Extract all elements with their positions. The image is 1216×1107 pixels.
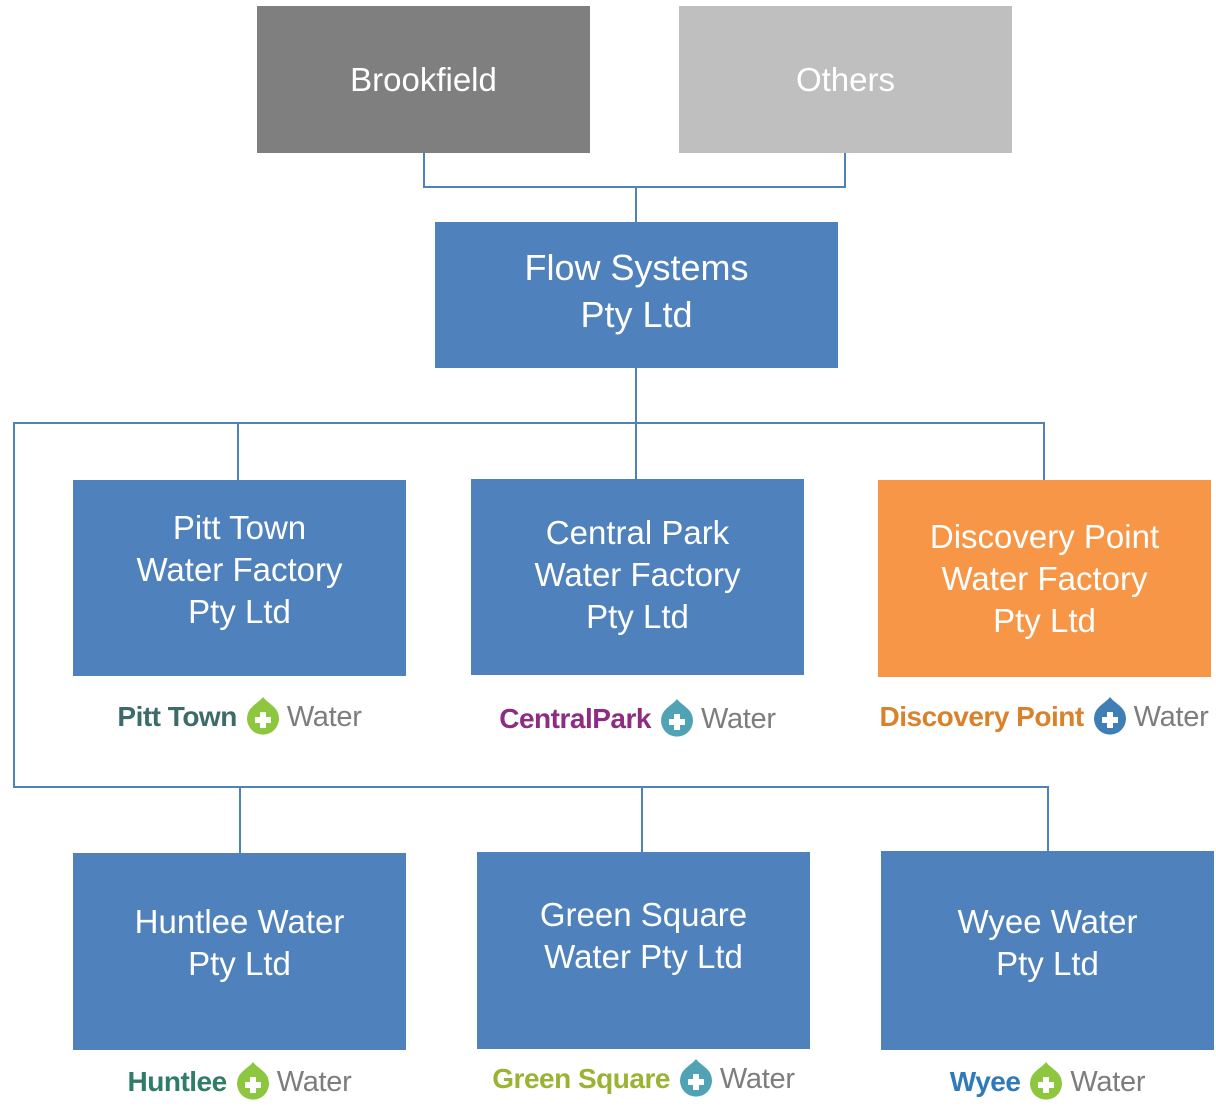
node-discovery-point: Discovery Point Water Factory Pty Ltd xyxy=(878,480,1211,677)
node-pitt-town-label: Pitt Town Water Factory Pty Ltd xyxy=(136,509,343,630)
node-flow-systems-label: Flow Systems Pty Ltd xyxy=(524,247,749,335)
plus-shape xyxy=(254,712,271,728)
logo-green-square-suffix: Water xyxy=(719,1062,795,1095)
plus-shape xyxy=(687,1074,704,1090)
node-wyee-label: Wyee Water Pty Ltd xyxy=(957,902,1138,982)
logo-central-park: CentralPark Water xyxy=(471,694,804,744)
node-pitt-town: Pitt Town Water Factory Pty Ltd xyxy=(73,480,406,676)
plus-drop-icon xyxy=(246,697,279,735)
plus-drop-icon xyxy=(236,1062,269,1100)
plus-shape xyxy=(1038,1077,1055,1093)
logo-pitt-town-brand: Pitt Town xyxy=(117,701,237,732)
plus-drop-icon xyxy=(679,1059,712,1097)
logo-discovery-point-brand: Discovery Point xyxy=(879,701,1085,732)
connector-brookfield-flow xyxy=(423,153,637,222)
connector-others-flow xyxy=(636,153,846,188)
node-green-square-label: Green Square Water Pty Ltd xyxy=(539,895,748,975)
node-brookfield-label: Brookfield xyxy=(350,60,497,98)
connector-row1-bus xyxy=(13,422,1049,851)
node-discovery-point-label: Discovery Point Water Factory Pty Ltd xyxy=(929,517,1160,639)
logo-pitt-town-suffix: Water xyxy=(286,700,362,733)
logo-huntlee-suffix: Water xyxy=(276,1065,352,1098)
logo-green-square: Green Square Water xyxy=(477,1054,810,1104)
logo-wyee-suffix: Water xyxy=(1070,1065,1146,1098)
node-huntlee: Huntlee Water Pty Ltd xyxy=(73,853,406,1050)
logo-discovery-point-suffix: Water xyxy=(1133,700,1209,733)
plus-drop-icon xyxy=(1030,1062,1063,1100)
logo-discovery-point: Discovery Point Water xyxy=(872,692,1216,742)
node-huntlee-label: Huntlee Water Pty Ltd xyxy=(134,902,345,982)
node-wyee: Wyee Water Pty Ltd xyxy=(881,851,1214,1050)
node-others-label: Others xyxy=(795,60,896,98)
logo-huntlee-brand: Huntlee xyxy=(127,1066,228,1097)
node-central-park: Central Park Water Factory Pty Ltd xyxy=(471,479,804,675)
node-central-park-label: Central Park Water Factory Pty Ltd xyxy=(534,514,741,635)
logo-central-park-brand: CentralPark xyxy=(499,703,651,734)
logo-wyee-brand: Wyee xyxy=(949,1066,1021,1097)
logo-green-square-brand: Green Square xyxy=(492,1063,670,1094)
plus-drop-icon xyxy=(660,699,693,737)
logo-central-park-suffix: Water xyxy=(700,702,776,735)
node-flow-systems: Flow Systems Pty Ltd xyxy=(435,222,838,368)
logo-huntlee: Huntlee Water xyxy=(73,1057,406,1107)
node-others: Others xyxy=(679,6,1012,153)
logo-pitt-town: Pitt Town Water xyxy=(73,692,406,742)
plus-drop-icon xyxy=(1093,697,1126,735)
plus-shape xyxy=(1101,712,1118,728)
node-brookfield: Brookfield xyxy=(257,6,590,153)
plus-shape xyxy=(668,714,685,730)
node-green-square: Green Square Water Pty Ltd xyxy=(477,852,810,1049)
logo-wyee: Wyee Water xyxy=(881,1057,1214,1107)
plus-shape xyxy=(244,1077,261,1093)
